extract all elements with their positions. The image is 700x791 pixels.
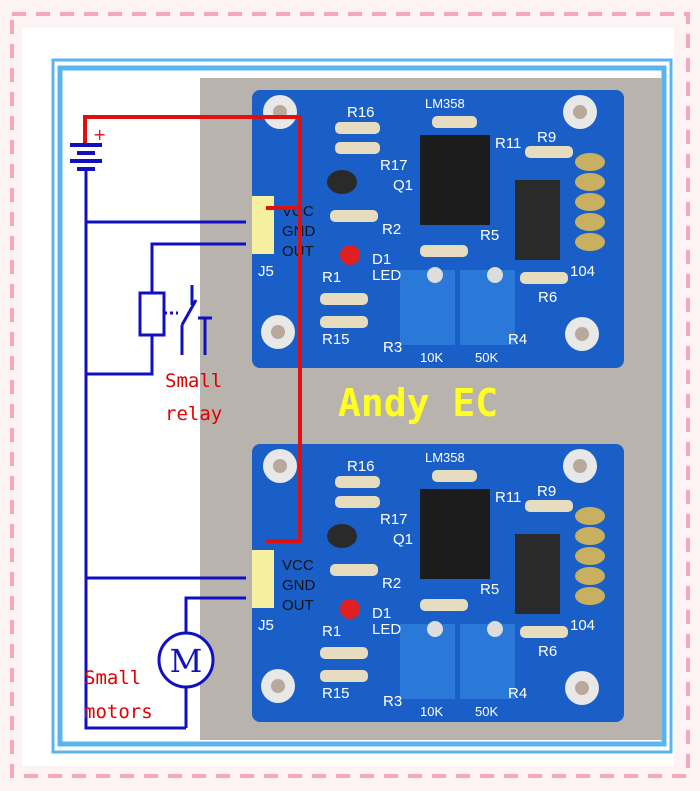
pin-out-label: OUT — [282, 597, 314, 614]
resistor — [520, 272, 568, 284]
label: R1 — [322, 623, 341, 640]
label: LED — [372, 621, 401, 638]
label: R5 — [480, 581, 499, 598]
label: D1 — [372, 251, 391, 268]
label: R11 — [495, 135, 521, 152]
motor-icon — [157, 631, 215, 689]
label: R15 — [322, 685, 350, 702]
label: R2 — [382, 575, 401, 592]
label: R9 — [537, 483, 556, 500]
resistor — [330, 210, 378, 222]
label: Q1 — [393, 531, 413, 548]
label: R5 — [480, 227, 499, 244]
pin-vcc-label: VCC — [282, 203, 314, 220]
pin-vcc-label: VCC — [282, 557, 314, 574]
label: R17 — [380, 157, 408, 174]
label: R6 — [538, 643, 557, 660]
label: R4 — [508, 331, 527, 348]
label: 50K — [475, 350, 498, 365]
pin-out-label: OUT — [282, 243, 314, 260]
label: 104 — [570, 617, 595, 634]
label: R16 — [347, 104, 375, 121]
capacitors — [575, 153, 605, 251]
led-d1 — [340, 245, 360, 265]
label: R17 — [380, 511, 408, 528]
label: 10K — [420, 704, 443, 719]
label: LED — [372, 267, 401, 284]
label: R11 — [495, 489, 521, 506]
vcc-wire — [83, 115, 302, 543]
label: D1 — [372, 605, 391, 622]
label: R2 — [382, 221, 401, 238]
battery-plus-label: + — [93, 125, 106, 144]
resistor — [525, 146, 573, 158]
resistor — [335, 122, 380, 134]
watermark-text: Andy EC — [338, 381, 498, 425]
j5-header — [252, 196, 274, 254]
label: 104 — [570, 263, 595, 280]
label: LM358 — [425, 96, 465, 111]
transistor-q1 — [327, 170, 357, 194]
ground-wire — [84, 169, 246, 730]
label: R1 — [322, 269, 341, 286]
resistor — [320, 293, 368, 305]
label: Q1 — [393, 177, 413, 194]
sensor-board-bottom: LM358 R16 R17 Q1 R2 R1 D1 LED R5 R9 R11 … — [252, 444, 624, 722]
jumper-headers — [515, 180, 560, 260]
label: 10K — [420, 350, 443, 365]
label: R6 — [538, 289, 557, 306]
label: R3 — [383, 339, 402, 356]
relay-output-wire — [150, 242, 246, 293]
motor-symbol: M — [170, 642, 203, 680]
label: LM358 — [425, 450, 465, 465]
resistor — [432, 116, 477, 128]
lm358-chip — [420, 135, 490, 225]
label: R15 — [322, 331, 350, 348]
sensor-board-top: LM358 R16 R17 Q1 R2 R1 D1 LED R5 R9 R11 … — [252, 90, 624, 368]
label: R9 — [537, 129, 556, 146]
label: R4 — [508, 685, 527, 702]
pink-dashed-frame — [10, 12, 690, 778]
resistor — [335, 142, 380, 154]
relay-label: Small — [165, 370, 222, 392]
label: R3 — [383, 693, 402, 710]
label: 50K — [475, 704, 498, 719]
motor-output-wire — [184, 596, 246, 728]
potentiometer — [460, 270, 515, 345]
relay-label: relay — [165, 403, 222, 425]
resistor — [420, 245, 468, 257]
motor-label: Small — [84, 667, 141, 689]
relay-icon — [138, 285, 212, 355]
j5-label: J5 — [258, 263, 274, 280]
label: R16 — [347, 458, 375, 475]
j5-label: J5 — [258, 617, 274, 634]
motor-label: motors — [84, 701, 153, 723]
potentiometer — [400, 270, 455, 345]
pin-gnd-label: GND — [282, 577, 316, 594]
resistor — [320, 316, 368, 328]
